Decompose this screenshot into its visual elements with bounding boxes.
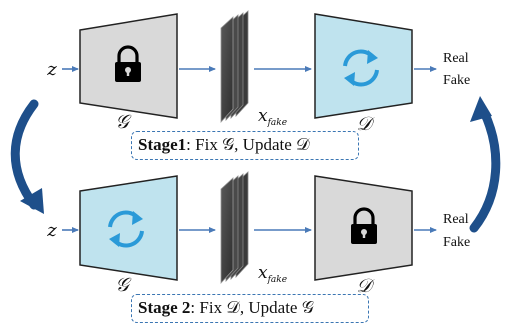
stage2-caption-box: Stage 2: Fix 𝒟, Update 𝒢 <box>131 294 369 323</box>
stage2-fake-label: xfake <box>258 263 287 285</box>
stage2-output-real: Real <box>443 212 469 227</box>
stage1-fake-samples-stack <box>220 10 249 124</box>
stage2-generator-label: 𝒢 <box>115 274 132 296</box>
stage2-discriminator-lock-icon <box>351 207 377 244</box>
stage2-caption-bold: Stage 2 <box>138 298 191 317</box>
cycle-arrow-right <box>469 96 501 233</box>
stage1-input-z: z <box>46 59 57 80</box>
stage1-row: z 𝒢 xfake 𝒟 Real <box>46 10 470 135</box>
stage2-generator-refresh-icon <box>108 210 144 248</box>
stage1-generator-label: 𝒢 <box>115 111 132 133</box>
stage2-caption-rest: : Fix 𝒟, Update 𝒢 <box>190 298 314 317</box>
stage2-generator-block <box>79 175 178 281</box>
stage2-discriminator-label: 𝒟 <box>356 275 375 297</box>
stage2-caption: Stage 2: Fix 𝒟, Update 𝒢 <box>138 298 314 318</box>
stage1-generator-lock-icon <box>115 45 141 82</box>
stage2-row: z 𝒢 xfake 𝒟 Real F <box>46 171 470 297</box>
stage1-caption-bold: Stage1 <box>138 135 187 154</box>
stage1-caption: Stage1: Fix 𝒢, Update 𝒟 <box>138 135 310 155</box>
stage1-discriminator-block <box>314 13 413 119</box>
stage2-input-z: z <box>46 220 57 241</box>
stage1-output-fake: Fake <box>443 73 470 88</box>
stage1-output-real: Real <box>443 51 469 66</box>
stage1-caption-box: Stage1: Fix 𝒢, Update 𝒟 <box>131 131 359 160</box>
stage1-caption-rest: : Fix 𝒢, Update 𝒟 <box>186 135 310 154</box>
stage1-discriminator-label: 𝒟 <box>356 113 375 135</box>
stage1-fake-label: xfake <box>258 106 287 128</box>
stage1-discriminator-refresh-icon <box>343 49 379 87</box>
stage2-output-fake: Fake <box>443 235 470 250</box>
stage2-fake-samples-stack <box>220 171 249 285</box>
cycle-arrow-left <box>10 99 44 214</box>
